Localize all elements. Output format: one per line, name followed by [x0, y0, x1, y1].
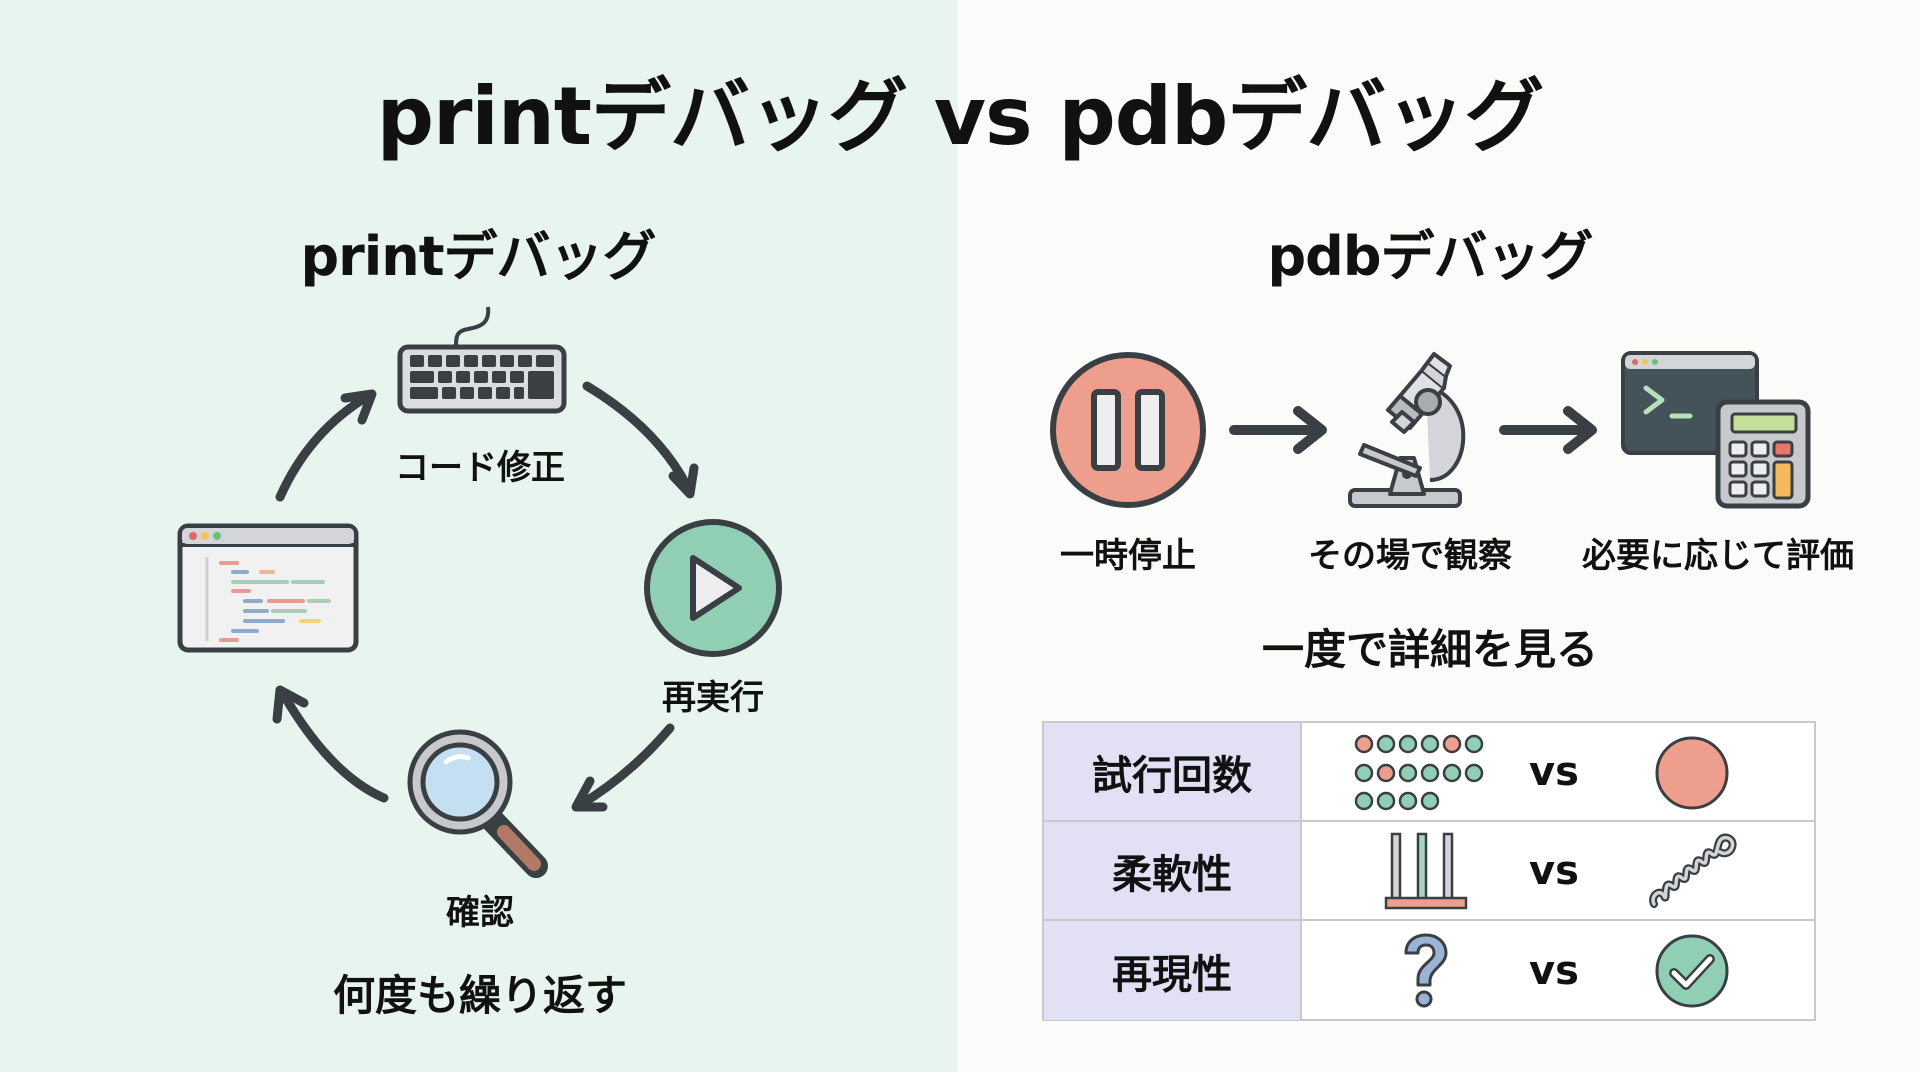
- cycle-label-code-edit: コード修正: [395, 448, 565, 488]
- arrow-play-to-magnifier: [575, 723, 675, 810]
- step-label-pause: 一時停止: [1060, 536, 1196, 576]
- vs-label: vs: [1529, 947, 1579, 994]
- question-mark-icon: [1404, 933, 1448, 1008]
- microscope-icon: [1348, 352, 1466, 508]
- print-debug-heading: printデバッグ: [300, 225, 656, 288]
- cycle-label-check: 確認: [446, 893, 514, 933]
- play-icon: [644, 519, 782, 657]
- arrow-right-icon: [1499, 406, 1597, 454]
- table-row: 再現性 vs: [1044, 921, 1814, 1020]
- cycle-label-rerun: 再実行: [662, 678, 764, 718]
- single-circle-icon: [1655, 736, 1729, 810]
- print-caption: 何度も繰り返す: [332, 971, 627, 1020]
- rigid-bars-icon: [1384, 832, 1468, 910]
- comparison-table: 試行回数 vs 柔軟性 vs 再現性: [1042, 721, 1816, 1021]
- code-editor-icon: [177, 523, 359, 653]
- arrow-keyboard-to-play: [582, 381, 695, 497]
- main-title: printデバッグ vs pdbデバッグ: [376, 70, 1545, 163]
- pdb-debug-heading: pdbデバッグ: [1267, 225, 1594, 288]
- arrow-right-icon: [1229, 406, 1327, 454]
- arrow-editor-to-keyboard: [275, 390, 375, 502]
- terminal-calculator-icon: [1621, 351, 1811, 509]
- table-row: 柔軟性 vs: [1044, 822, 1814, 921]
- magnifier-icon: [407, 729, 548, 878]
- step-label-evaluate: 必要に応じて評価: [1582, 536, 1854, 576]
- row-header-attempts: 試行回数: [1044, 723, 1302, 820]
- vs-label: vs: [1529, 748, 1579, 795]
- table-row: 試行回数 vs: [1044, 723, 1814, 822]
- vs-label: vs: [1529, 847, 1579, 894]
- pdb-caption: 一度で詳細を見る: [1261, 625, 1598, 674]
- arrow-magnifier-to-editor: [277, 687, 389, 803]
- keyboard-icon: [397, 306, 567, 414]
- step-label-observe: その場で観察: [1308, 536, 1512, 576]
- row-header-flexibility: 柔軟性: [1044, 822, 1302, 919]
- check-circle-icon: [1655, 934, 1729, 1008]
- cycle-arrows: [272, 381, 699, 812]
- spring-icon: [1649, 833, 1737, 908]
- row-header-reproducibility: 再現性: [1044, 921, 1302, 1020]
- pause-icon: [1050, 352, 1206, 508]
- many-dots-icon: [1354, 734, 1484, 811]
- print-panel-background: [0, 0, 958, 1072]
